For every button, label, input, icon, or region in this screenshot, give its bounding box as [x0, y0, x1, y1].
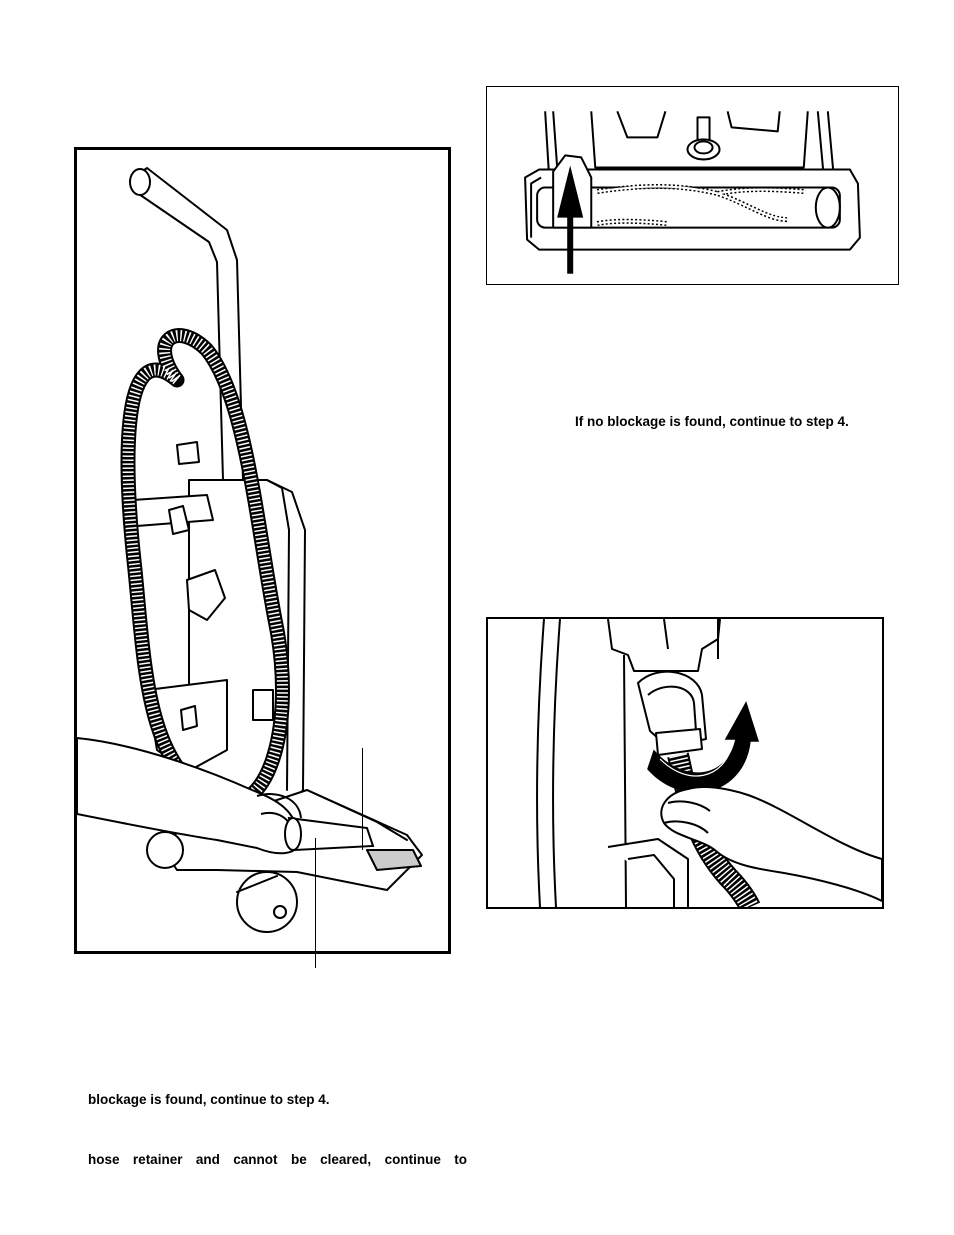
- vacuum-drawing: [77, 167, 423, 933]
- instruction-text-left-1: blockage is found, continue to step 4.: [88, 1092, 330, 1107]
- brushroll-drawing: [524, 110, 861, 274]
- instruction-text-right: If no blockage is found, continue to ste…: [575, 414, 849, 429]
- arrow-up-icon: [557, 165, 584, 274]
- hose-removal-illustration: [486, 617, 884, 909]
- vacuum-illustration: [74, 147, 451, 954]
- hose-removal-drawing: [536, 619, 882, 907]
- callout-line-upper: [362, 748, 363, 850]
- instruction-text-left-2: hose retainer and cannot be cleared, con…: [88, 1152, 467, 1167]
- callout-line-lower: [315, 838, 316, 968]
- brushroll-illustration: [486, 86, 899, 285]
